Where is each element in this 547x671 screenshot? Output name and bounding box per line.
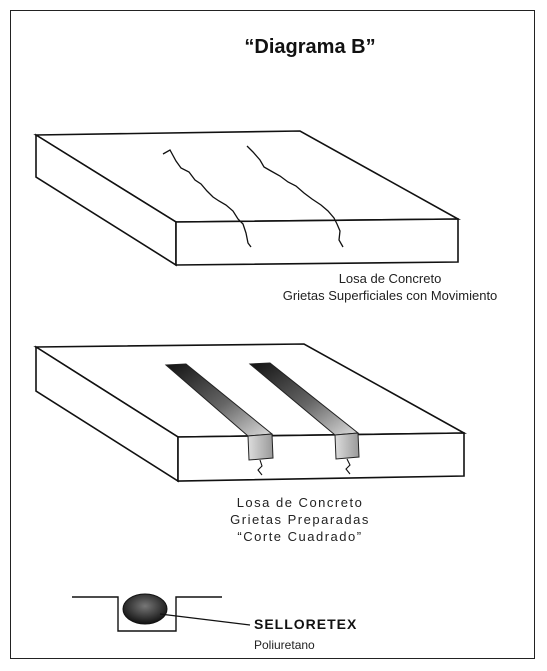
slab1-caption-line2: Grietas Superficiales con Movimiento xyxy=(282,288,498,303)
product-material: Poliuretano xyxy=(254,638,315,652)
crack-left xyxy=(162,149,252,248)
sealant-bead xyxy=(122,593,168,625)
product-name: SELLORETEX xyxy=(254,616,358,632)
diagram-frame xyxy=(10,10,535,659)
slab2-caption-line3: “Corte Cuadrado” xyxy=(237,529,363,544)
slab-prepared-cracks xyxy=(33,343,468,483)
slab-surface-cracks xyxy=(33,130,462,267)
leader-line xyxy=(159,613,251,626)
sealant-detail xyxy=(72,593,251,632)
slab2-caption-line2: Grietas Preparadas xyxy=(230,512,370,527)
slab1-caption-line1: Losa de Concreto xyxy=(338,271,442,286)
slab1-caption: Losa de Concreto Grietas Superficiales c… xyxy=(250,270,530,304)
crack-right xyxy=(246,145,344,248)
slab2-caption-line1: Losa de Concreto xyxy=(236,495,364,510)
diagram-title: “Diagrama B” xyxy=(244,36,376,58)
slab2-caption: Losa de Concreto Grietas Preparadas “Cor… xyxy=(200,494,400,545)
